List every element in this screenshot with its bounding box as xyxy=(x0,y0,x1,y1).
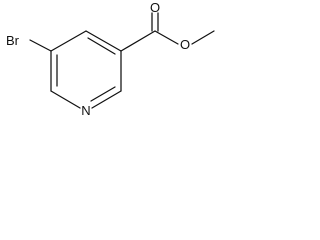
double-bond-inner-c1-c2 xyxy=(87,37,116,55)
bond-carbonyl-c-ester-o xyxy=(154,30,179,45)
carbonyl-oxygen-label: O xyxy=(150,0,160,15)
chemical-structure: Br N O O xyxy=(6,0,215,118)
double-bond-inner-c3-n xyxy=(90,86,116,102)
bromine-label: Br xyxy=(6,33,20,48)
bond-c5-br xyxy=(29,39,52,52)
bond-ester-o-methyl xyxy=(191,30,215,45)
bond-c1-c2 xyxy=(85,30,122,52)
ester-oxygen-label: O xyxy=(180,37,190,52)
bond-c5-c1 xyxy=(50,30,87,52)
bond-c2-carbonyl-c xyxy=(120,30,156,52)
bond-c3-n xyxy=(91,90,122,109)
ring-nitrogen-label: N xyxy=(81,103,90,118)
bond-n-c4 xyxy=(50,90,81,109)
